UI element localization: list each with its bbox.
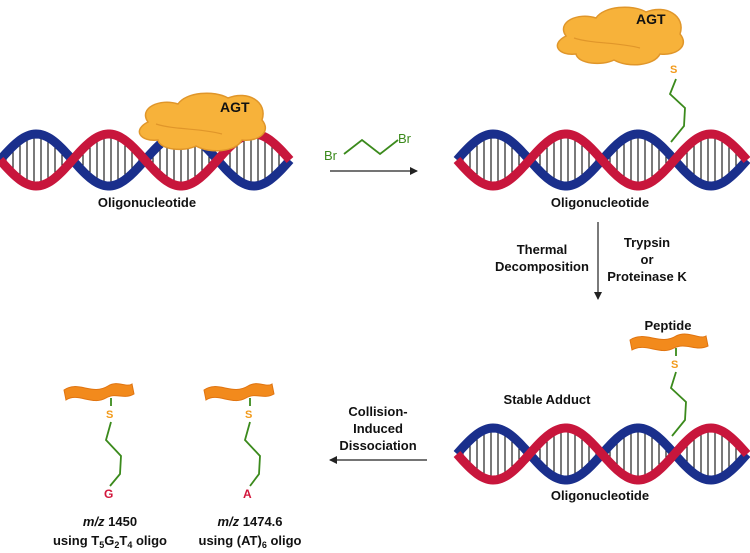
dna-helix-top-right	[453, 129, 750, 191]
cid-label-line2: Induced	[353, 421, 403, 436]
using-label-1-prefix: using T	[53, 533, 99, 548]
mz-label-1: m/z 1450	[83, 514, 137, 529]
agt-label-right: AGT	[636, 11, 666, 27]
using-label-1-suffix: oligo	[132, 533, 167, 548]
agt-label-left: AGT	[220, 99, 250, 115]
oligonucleotide-label-top-right: Oligonucleotide	[551, 195, 649, 210]
dna-strand-red	[0, 129, 294, 191]
dna-strand-red	[453, 423, 750, 485]
enzyme-label-line2: or	[641, 252, 654, 267]
sulfur-label-middle: S	[671, 359, 678, 371]
using-label-2: using (AT)6 oligo	[199, 533, 302, 550]
sulfur-label-fragment-g: S	[106, 409, 113, 421]
using-label-2-suffix: oligo	[267, 533, 302, 548]
fragment-g: S G	[63, 383, 135, 501]
bromine-label-2: Br	[398, 131, 412, 146]
base-label-a: A	[243, 487, 252, 501]
peptide-fragment-right: S	[629, 333, 709, 437]
enzyme-label-line1: Trypsin	[624, 235, 670, 250]
sulfur-label-fragment-a: S	[245, 409, 252, 421]
thermal-label-line2: Decomposition	[495, 259, 589, 274]
oligonucleotide-label-bottom-right: Oligonucleotide	[551, 488, 649, 503]
using-label-1-t: T	[119, 533, 127, 548]
dibromoethane-reagent: Br Br	[324, 131, 412, 163]
sulfur-label-top: S	[670, 64, 677, 76]
agt-protein-left: AGT	[138, 92, 267, 152]
base-label-g: G	[104, 487, 113, 501]
using-label-1-sub3: 4	[127, 540, 132, 550]
enzyme-label-line3: Proteinase K	[607, 269, 687, 284]
mz-label-2: m/z 1474.6	[217, 514, 282, 529]
mz-label-2-value: 1474.6	[239, 514, 282, 529]
mz-label-1-value: 1450	[105, 514, 138, 529]
dna-helix-top-left	[0, 129, 294, 191]
using-label-1: using T5G2T4 oligo	[53, 533, 167, 550]
dna-strand-red	[453, 129, 750, 191]
using-label-2-prefix: using (AT)	[199, 533, 262, 548]
using-label-1-sub2: 2	[114, 540, 119, 550]
dna-helix-bottom-right	[453, 423, 750, 485]
fragment-a: S A	[203, 383, 275, 501]
cid-label-line3: Dissociation	[339, 438, 416, 453]
thermal-label-line1: Thermal	[517, 242, 568, 257]
stable-adduct-label: Stable Adduct	[504, 392, 592, 407]
peptide-label: Peptide	[645, 318, 692, 333]
bromine-label-1: Br	[324, 148, 338, 163]
mz-label-2-italic: m/z	[217, 514, 239, 529]
using-label-2-sub: 6	[262, 540, 267, 550]
linker-top-right: S	[668, 64, 686, 143]
oligonucleotide-label-top-left: Oligonucleotide	[98, 195, 196, 210]
agt-protein-right: AGT	[556, 6, 685, 66]
using-label-1-sub1: 5	[99, 540, 104, 550]
cid-label-line1: Collision-	[348, 404, 407, 419]
using-label-1-g: G	[104, 533, 114, 548]
mz-label-1-italic: m/z	[83, 514, 105, 529]
